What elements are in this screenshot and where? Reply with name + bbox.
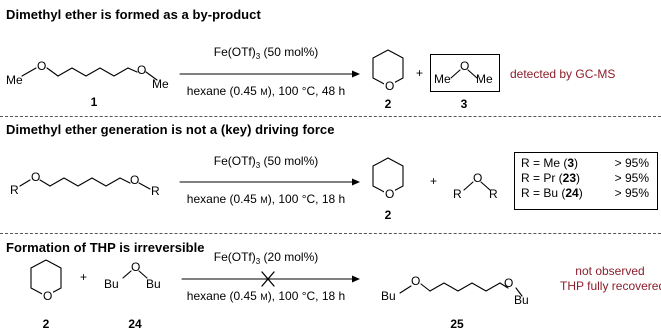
- reagent-label: Fe(OTf)3 (50 mol%): [213, 154, 319, 170]
- conditions-label: hexane (0.45 M), 100 °C, 18 h: [186, 289, 346, 303]
- atom-label: O: [31, 170, 41, 184]
- detection-note: detected by GC-MS: [510, 67, 616, 81]
- conditions-label: hexane (0.45 M), 100 °C, 18 h: [186, 192, 346, 206]
- compound-number: 2: [384, 208, 392, 222]
- atom-label: Bu: [514, 293, 529, 307]
- atom-label: O: [37, 59, 47, 73]
- reagent-label: Fe(OTf)3 (50 mol%): [213, 45, 319, 61]
- section-title-irreversible: Formation of THP is irreversible: [6, 240, 205, 255]
- outcome-note-line: not observed: [575, 264, 645, 278]
- atom-label: O: [130, 173, 140, 187]
- atom-label: O: [42, 289, 54, 303]
- yield-row: R = Pr (23): [521, 171, 581, 185]
- atom-label: O: [460, 59, 470, 73]
- compound-number: 24: [128, 317, 142, 331]
- plus-sign: +: [416, 66, 424, 80]
- atom-label: Me: [476, 72, 493, 86]
- atom-label: Me: [152, 77, 169, 91]
- compound-number: 3: [460, 97, 468, 111]
- atom-label: Me: [434, 72, 451, 86]
- atom-label: Bu: [104, 277, 119, 291]
- compound-number: 25: [450, 317, 464, 331]
- atom-label: O: [137, 63, 147, 77]
- yield-row: R = Me (3): [521, 156, 579, 170]
- plus-sign: +: [80, 270, 88, 284]
- compound-number: 2: [384, 97, 392, 111]
- atom-label: R: [489, 187, 498, 201]
- byproduct-box: [430, 54, 500, 92]
- atom-label: O: [473, 171, 483, 185]
- section-separator: [0, 233, 661, 234]
- atom-label: O: [131, 260, 141, 274]
- atom-label: O: [384, 79, 396, 93]
- atom-label: R: [453, 187, 462, 201]
- yield-row: R = Bu (24): [521, 186, 583, 200]
- atom-label: Me: [6, 73, 23, 87]
- plus-sign: +: [430, 174, 438, 188]
- yield-value: > 95%: [614, 186, 649, 200]
- atom-label: O: [384, 187, 396, 201]
- dialkoxypentane-structure: [19, 177, 151, 190]
- atom-label: Bu: [146, 277, 161, 291]
- dimethoxypentane-structure: [21, 67, 158, 81]
- compound-number: 1: [90, 95, 98, 109]
- reagent-label: Fe(OTf)3 (20 mol%): [213, 250, 319, 266]
- atom-label: O: [504, 276, 514, 290]
- atom-label: R: [10, 183, 19, 197]
- section-title-byproduct: Dimethyl ether is formed as a by-product: [6, 7, 261, 22]
- atom-label: O: [411, 274, 421, 288]
- outcome-note-line: THP fully recovered: [560, 279, 661, 293]
- atom-label: R: [151, 184, 160, 198]
- yield-value: > 95%: [614, 156, 649, 170]
- dibutoxypentane-structure: [399, 282, 523, 297]
- section-title-driving-force: Dimethyl ether generation is not a (key)…: [6, 122, 335, 137]
- outcome-note: not observed THP fully recovered: [560, 264, 661, 294]
- yield-value: > 95%: [614, 171, 649, 185]
- section-separator: [0, 116, 661, 117]
- yield-table: R = Me (3) R = Pr (23) R = Bu (24) > 95%…: [514, 152, 658, 210]
- atom-label: Bu: [381, 289, 396, 303]
- conditions-label: hexane (0.45 M), 100 °C, 48 h: [186, 84, 346, 98]
- compound-number: 2: [42, 317, 50, 331]
